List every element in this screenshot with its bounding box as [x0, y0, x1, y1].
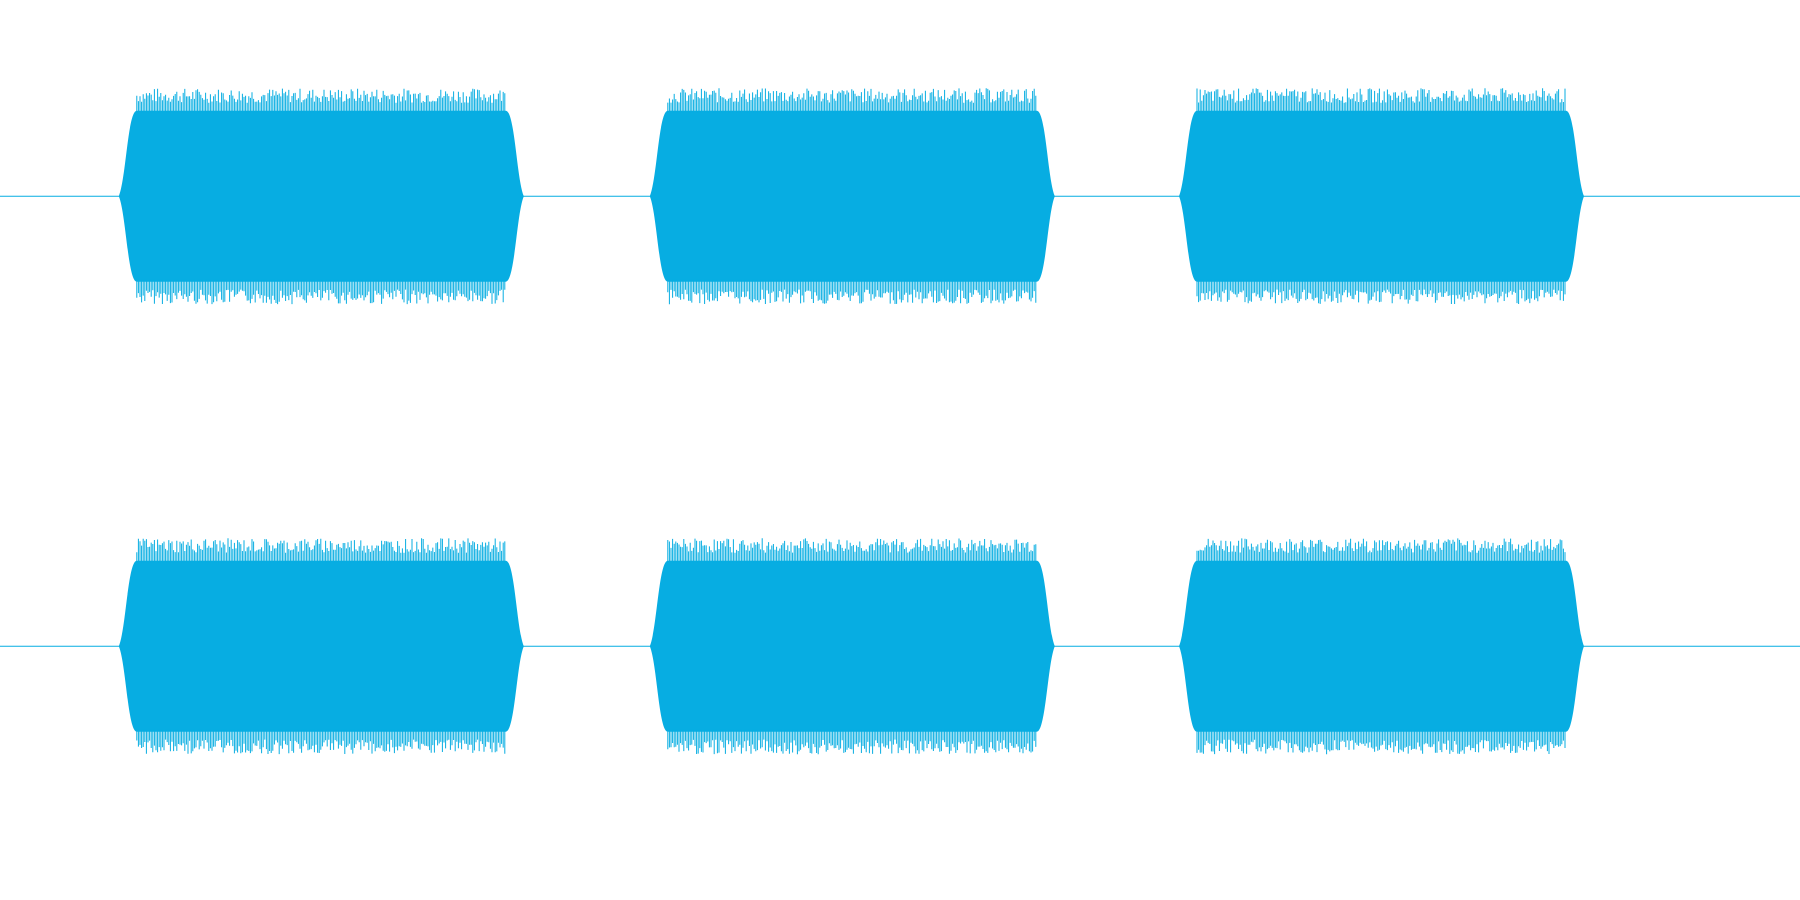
waveform-burst-2	[649, 110, 1055, 282]
waveform-burst-3	[1179, 110, 1584, 282]
waveform-burst-1	[118, 560, 524, 732]
waveform-burst-peaks	[1196, 538, 1566, 755]
waveform-burst-peaks	[667, 88, 1037, 305]
waveform-burst-2	[649, 560, 1055, 732]
waveform-burst-peaks	[667, 538, 1037, 755]
waveform-channel-1	[0, 88, 1800, 305]
waveform-burst-1	[118, 110, 524, 282]
waveform-channels	[0, 88, 1800, 755]
waveform-burst-peaks	[136, 88, 506, 305]
waveform-burst-3	[1179, 560, 1584, 732]
waveform-channel-2	[0, 538, 1800, 755]
waveform-burst-peaks	[136, 538, 506, 755]
waveform-burst-peaks	[1196, 88, 1566, 304]
